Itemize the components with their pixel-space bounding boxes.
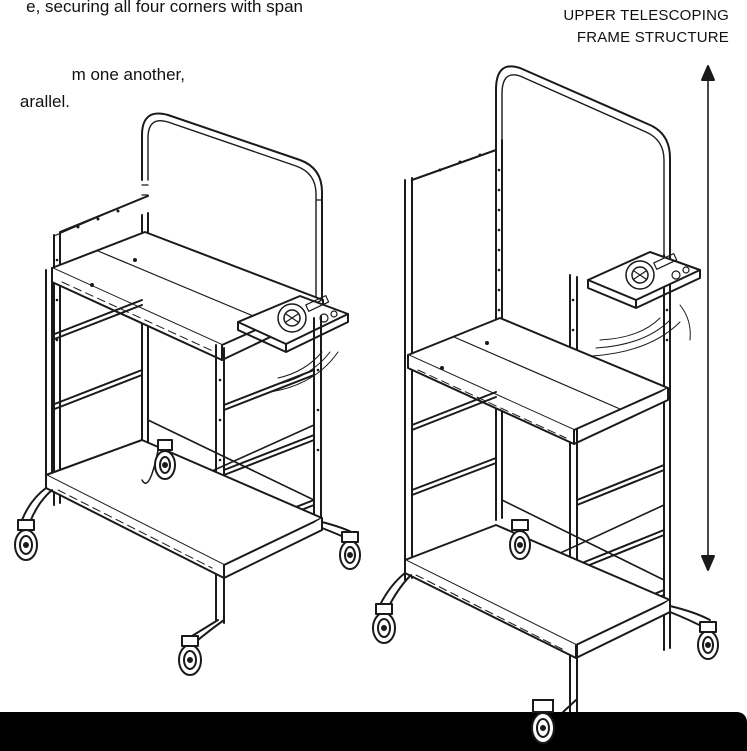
rung xyxy=(576,529,665,571)
caster-wheel xyxy=(339,531,361,570)
outrigger-leg xyxy=(191,619,225,641)
callout-line-1: UPPER TELESCOPING xyxy=(563,7,729,24)
front-right-upright xyxy=(663,252,671,651)
instruction-line-2: m one another, xyxy=(71,65,185,84)
rung xyxy=(576,464,665,506)
rung xyxy=(223,369,315,411)
rung xyxy=(223,434,315,476)
rung xyxy=(411,391,497,431)
instructions-text: e, securing all four corners with span m… xyxy=(0,0,360,120)
front-right-upright xyxy=(313,315,322,531)
instruction-line-1: e, securing all four corners with span xyxy=(26,0,303,16)
scaffold-retracted xyxy=(14,112,361,676)
rear-left-upright xyxy=(45,269,53,489)
scaffold-extended xyxy=(372,65,719,721)
instruction-line-3: arallel. xyxy=(19,92,70,111)
caster-wheel xyxy=(697,621,719,660)
double-arrow-icon xyxy=(701,65,715,571)
guard-rail-arch xyxy=(495,65,671,263)
back-left-upright xyxy=(404,177,413,581)
rung xyxy=(51,299,143,341)
caster-wheel xyxy=(509,519,531,560)
guard-rail-arch-inner xyxy=(501,74,665,263)
outrigger-leg xyxy=(21,487,53,523)
tool-tray xyxy=(587,251,701,301)
outrigger-leg xyxy=(379,572,412,609)
callout-line-2: FRAME STRUCTURE xyxy=(576,29,729,46)
back-top-rail xyxy=(411,149,497,181)
frame-callout-label: UPPER TELESCOPING FRAME STRUCTURE xyxy=(563,5,729,49)
rung xyxy=(51,369,143,411)
caster-wheel xyxy=(372,603,396,644)
footer-bar xyxy=(0,712,747,751)
guard-rail-arch-inner xyxy=(147,120,317,319)
caster-wheel xyxy=(14,519,38,561)
caster-wheel xyxy=(154,439,176,480)
caster-wheel xyxy=(178,635,202,676)
guard-rail-arch xyxy=(141,112,323,319)
rung xyxy=(411,457,497,496)
